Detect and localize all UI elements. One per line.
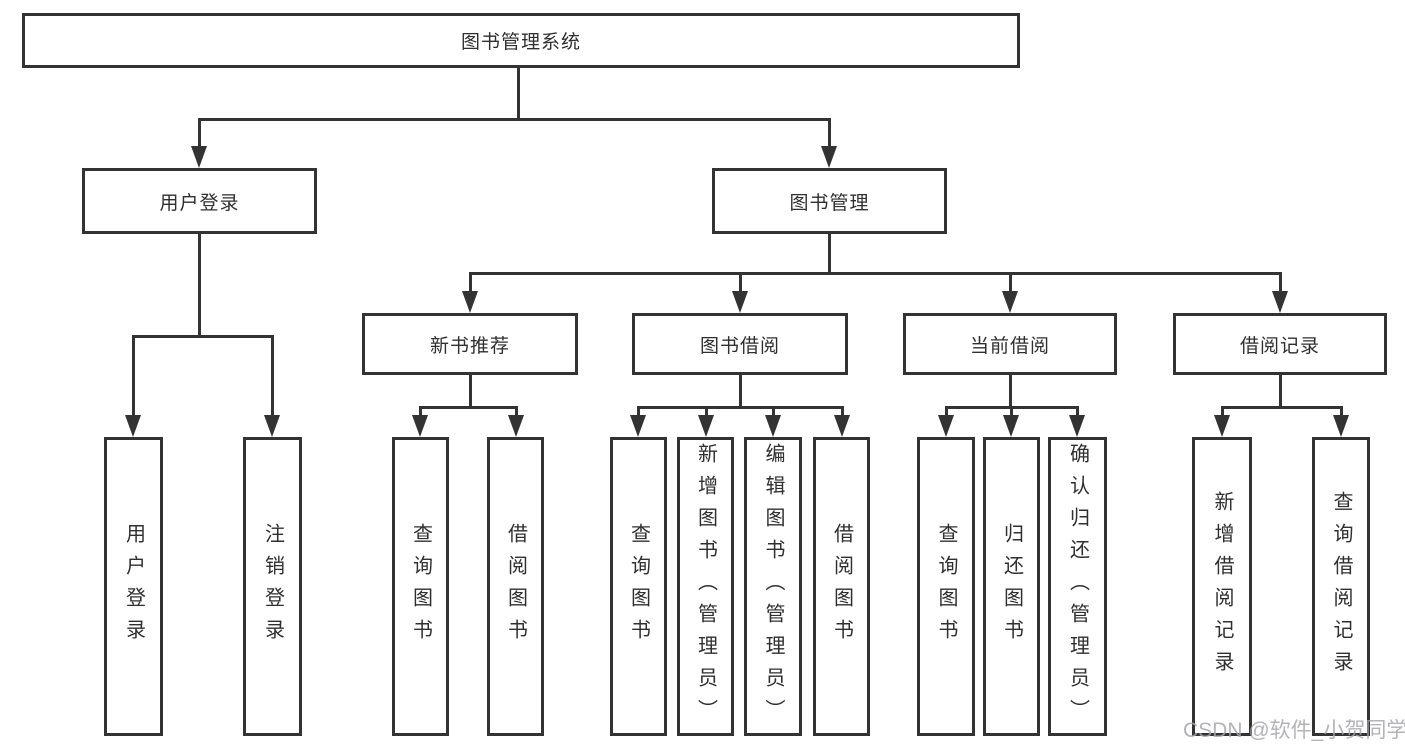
- leaf-query-borrow-record: 查询借阅记录: [1312, 437, 1370, 736]
- connector-hline: [637, 406, 844, 409]
- leaf-label: 查询图书: [627, 522, 650, 651]
- arrowhead-down-icon: [412, 415, 428, 437]
- watermark: CSDN @软件_小贺同学: [1183, 719, 1405, 742]
- connector-vline: [419, 406, 422, 419]
- leaf-label: 新增借阅记录: [1211, 490, 1233, 683]
- arrowhead-down-icon: [938, 415, 954, 437]
- connector-vline: [469, 375, 472, 408]
- arrowhead-down-icon: [834, 415, 850, 437]
- connector-vline: [271, 335, 274, 419]
- connector-vline: [637, 406, 640, 419]
- connector-vline: [1340, 406, 1343, 419]
- node-book-management: 图书管理: [712, 168, 947, 234]
- arrowhead-down-icon: [264, 415, 280, 437]
- arrowhead-down-icon: [1214, 415, 1230, 437]
- connector-vline: [198, 234, 201, 337]
- arrowhead-down-icon: [765, 415, 781, 437]
- node-book-borrowing: 图书借阅: [632, 313, 848, 375]
- arrowhead-down-icon: [1272, 291, 1288, 313]
- node-borrowing-records: 借阅记录: [1173, 313, 1387, 375]
- leaf-add-borrow-record: 新增借阅记录: [1192, 437, 1252, 736]
- connector-vline: [828, 234, 831, 274]
- arrowhead-down-icon: [508, 415, 524, 437]
- connector-hline: [419, 406, 518, 409]
- leaf-label: 查询图书: [935, 522, 957, 651]
- leaf-add-books-admin: 新增图书（管理员）: [677, 437, 734, 736]
- leaf-user-login: 用户登录: [104, 437, 163, 736]
- connector-hline: [198, 118, 831, 121]
- leaf-return-books: 归还图书: [983, 437, 1040, 736]
- leaf-query-books-1: 查询图书: [392, 437, 449, 736]
- node-library-management-system: 图书管理系统: [22, 13, 1020, 68]
- leaf-borrow-books-1: 借阅图书: [487, 437, 544, 736]
- leaf-query-books-3: 查询图书: [917, 437, 975, 736]
- leaf-label: 确认归还（管理员）: [1066, 442, 1089, 731]
- connector-vline: [841, 406, 844, 419]
- connector-vline: [198, 118, 201, 150]
- leaf-borrow-books-2: 借阅图书: [813, 437, 870, 736]
- leaf-label: 编辑图书（管理员）: [762, 442, 784, 731]
- connector-vline: [772, 406, 775, 419]
- leaf-label: 新增图书（管理员）: [694, 442, 717, 731]
- arrowhead-down-icon: [732, 291, 748, 313]
- connector-vline: [469, 272, 472, 295]
- leaf-label: 注销登录: [261, 522, 284, 651]
- arrowhead-down-icon: [821, 146, 837, 168]
- connector-vline: [515, 406, 518, 419]
- connector-vline: [945, 406, 948, 419]
- leaf-label: 查询图书: [409, 522, 432, 651]
- connector-vline: [1076, 406, 1079, 419]
- connector-vline: [1279, 375, 1282, 408]
- arrowhead-down-icon: [1333, 415, 1349, 437]
- connector-vline: [739, 272, 742, 295]
- leaf-edit-books-admin: 编辑图书（管理员）: [744, 437, 802, 736]
- leaf-label: 借阅图书: [830, 522, 853, 651]
- connector-vline: [517, 68, 520, 120]
- arrowhead-down-icon: [1003, 415, 1019, 437]
- node-user-login: 用户登录: [82, 168, 317, 234]
- connector-vline: [828, 118, 831, 150]
- leaf-label: 用户登录: [122, 522, 145, 651]
- arrowhead-down-icon: [462, 291, 478, 313]
- arrowhead-down-icon: [191, 146, 207, 168]
- arrowhead-down-icon: [1002, 291, 1018, 313]
- leaf-label: 查询借阅记录: [1330, 490, 1352, 683]
- connector-vline: [1009, 272, 1012, 295]
- arrowhead-down-icon: [698, 415, 714, 437]
- node-current-borrowing: 当前借阅: [903, 313, 1117, 375]
- arrowhead-down-icon: [630, 415, 646, 437]
- leaf-label: 归还图书: [1000, 522, 1023, 651]
- connector-hline: [469, 272, 1282, 275]
- leaf-query-books-2: 查询图书: [610, 437, 667, 736]
- connector-vline: [739, 375, 742, 408]
- leaf-logout: 注销登录: [243, 437, 302, 736]
- connector-vline: [1221, 406, 1224, 419]
- leaf-confirm-return-admin: 确认归还（管理员）: [1048, 437, 1107, 736]
- connector-vline: [1009, 375, 1012, 408]
- connector-vline: [1279, 272, 1282, 295]
- connector-hline: [132, 335, 274, 338]
- arrowhead-down-icon: [125, 415, 141, 437]
- connector-vline: [705, 406, 708, 419]
- connector-vline: [132, 335, 135, 419]
- arrowhead-down-icon: [1069, 415, 1085, 437]
- node-new-book-recommendation: 新书推荐: [362, 313, 578, 375]
- leaf-label: 借阅图书: [504, 522, 527, 651]
- connector-hline: [1221, 406, 1343, 409]
- connector-vline: [1010, 406, 1013, 419]
